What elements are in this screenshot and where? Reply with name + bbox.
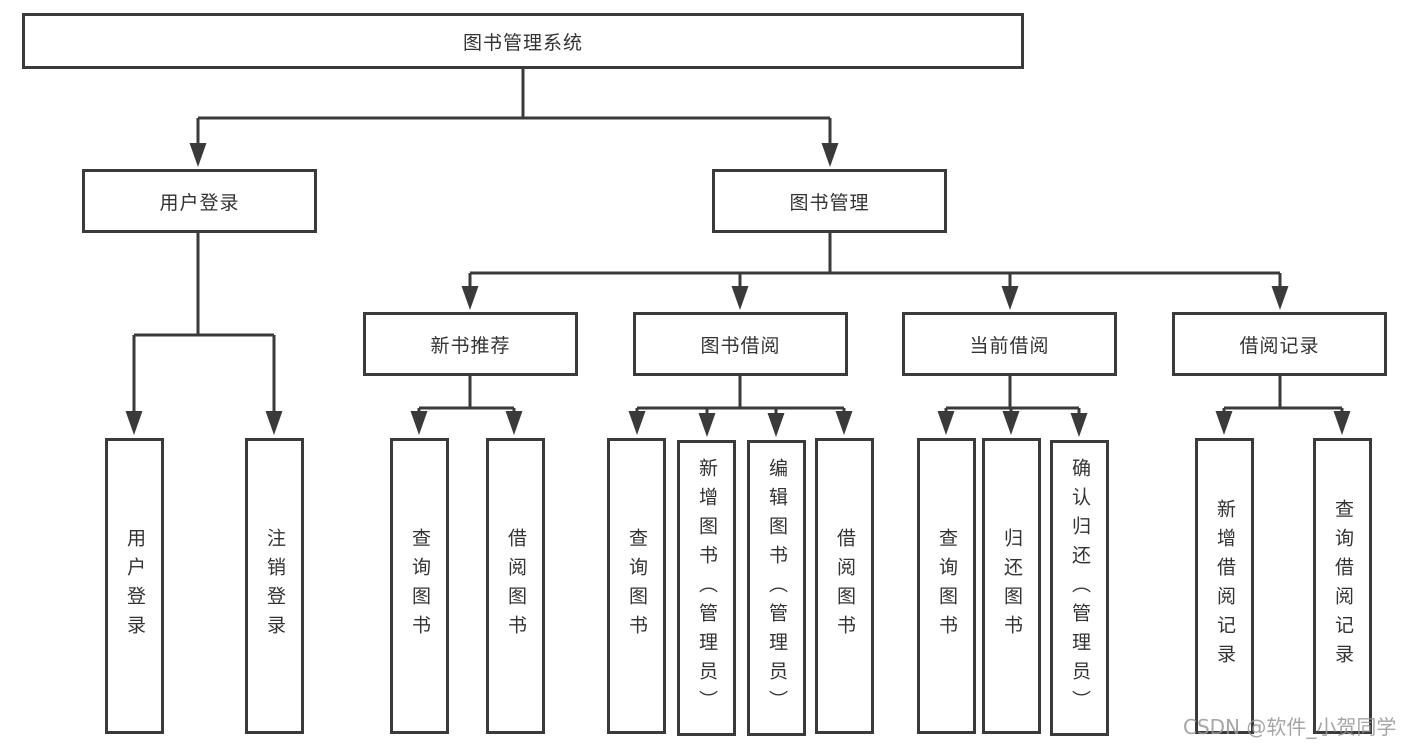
node-new-book-recommendation: 新书推荐 — [363, 312, 578, 376]
node-query-borrowing-record: 查询借阅记录 — [1313, 438, 1372, 734]
node-label: 新增借阅记录 — [1214, 499, 1236, 673]
arrowhead-icons — [125, 143, 1351, 437]
node-book-management-branch: 图书管理 — [712, 169, 947, 233]
node-library-management-system: 图书管理系统 — [22, 13, 1024, 69]
node-label: 归还图书 — [1001, 528, 1023, 644]
node-label: 确认归还（管理员） — [1069, 457, 1091, 719]
node-borrowing-records: 借阅记录 — [1172, 312, 1387, 376]
node-label: 查询借阅记录 — [1332, 499, 1354, 673]
node-label: 借阅记录 — [1239, 334, 1320, 357]
node-label: 当前借阅 — [969, 334, 1050, 357]
node-label: 查询图书 — [936, 528, 958, 644]
node-label: 查询图书 — [626, 528, 648, 644]
node-add-borrowing-record: 新增借阅记录 — [1195, 438, 1254, 734]
node-user-login-branch: 用户登录 — [82, 169, 317, 233]
node-confirm-return-admin: 确认归还（管理员） — [1050, 440, 1109, 736]
node-recommend-query-books: 查询图书 — [390, 438, 449, 734]
node-logout-leaf: 注销登录 — [245, 438, 304, 734]
node-label: 用户登录 — [159, 191, 240, 214]
node-label: 新书推荐 — [430, 334, 511, 357]
node-current-query-books: 查询图书 — [917, 438, 976, 734]
node-label: 注销登录 — [264, 528, 286, 644]
node-label: 新增图书（管理员） — [696, 457, 718, 719]
node-recommend-borrow-books: 借阅图书 — [486, 438, 545, 734]
node-add-books-admin: 新增图书（管理员） — [677, 440, 736, 736]
node-label: 编辑图书（管理员） — [766, 457, 788, 719]
node-borrowing-borrow-books: 借阅图书 — [815, 438, 874, 734]
node-label: 图书借阅 — [700, 334, 781, 357]
node-label: 图书管理 — [789, 191, 870, 214]
node-edit-books-admin: 编辑图书（管理员） — [747, 440, 806, 736]
node-borrowing-query-books: 查询图书 — [607, 438, 666, 734]
node-label: 查询图书 — [409, 528, 431, 644]
node-label: 图书管理系统 — [462, 31, 583, 54]
csdn-watermark: CSDN @软件_小贺同学 — [1183, 715, 1397, 739]
node-book-borrowing: 图书借阅 — [633, 312, 848, 376]
node-label: 借阅图书 — [834, 528, 856, 644]
node-user-login-leaf: 用户登录 — [105, 438, 164, 734]
node-current-borrowing: 当前借阅 — [902, 312, 1117, 376]
node-return-books: 归还图书 — [982, 438, 1041, 734]
node-label: 用户登录 — [124, 528, 146, 644]
node-label: 借阅图书 — [505, 528, 527, 644]
